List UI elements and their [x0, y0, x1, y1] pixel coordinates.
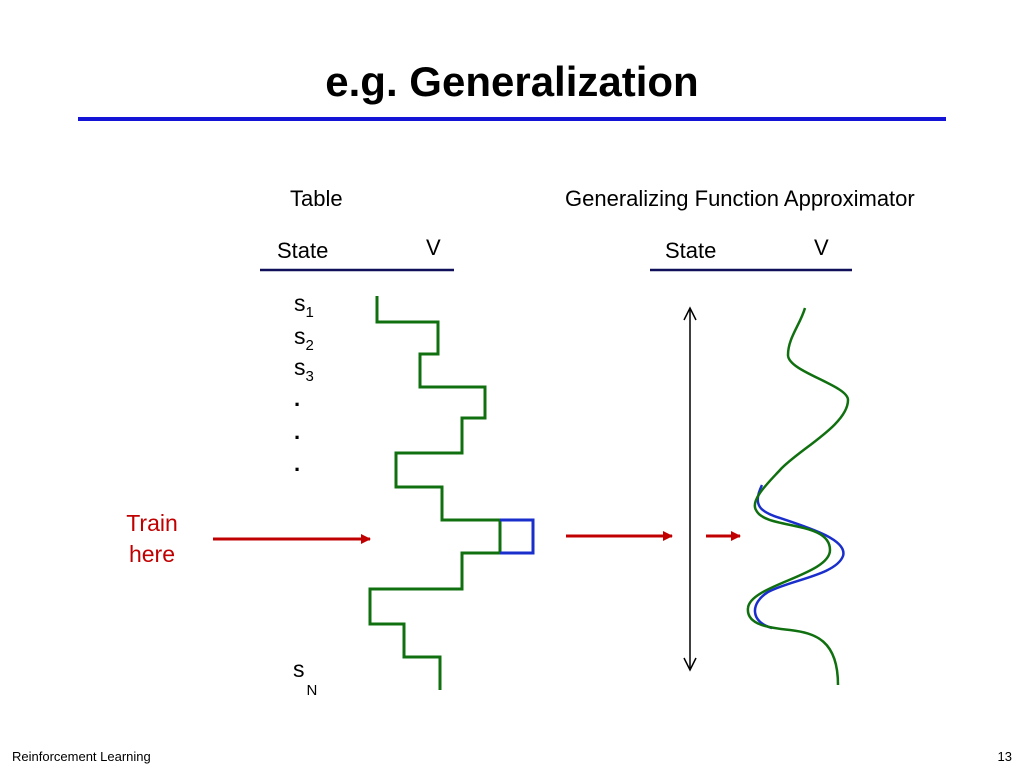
- approximator-heading: Generalizing Function Approximator: [565, 186, 915, 211]
- table-value-header: V: [426, 235, 441, 260]
- approximator-state-header: State: [665, 238, 717, 263]
- updated-value-curve: [753, 484, 845, 630]
- footer-course-name: Reinforcement Learning: [12, 749, 151, 764]
- slide-page-number: 13: [997, 749, 1012, 764]
- table-updated-entry: [500, 518, 535, 555]
- state-axis-arrowhead-bottom: [683, 657, 697, 672]
- state-label-s1: s1: [294, 290, 314, 321]
- ellipsis-dot: .: [294, 451, 301, 476]
- state-label-sn: sN: [293, 656, 318, 699]
- train-label-line2: here: [128, 541, 176, 567]
- table-heading: Table: [290, 186, 343, 211]
- table-state-header: State: [277, 238, 329, 263]
- approximator-value-header: V: [814, 235, 829, 260]
- state-label-s3: s3: [294, 354, 314, 385]
- train-here-label: Train here: [112, 508, 192, 570]
- slide-title: e.g. Generalization: [325, 58, 699, 105]
- train-label-line1: Train: [126, 510, 178, 536]
- original-value-curve: [746, 307, 850, 686]
- title-underline: [78, 117, 946, 121]
- state-axis-arrowhead-top: [683, 306, 697, 321]
- table-value-steps: [368, 296, 502, 690]
- state-label-s2: s2: [294, 323, 314, 354]
- ellipsis-dot: .: [294, 386, 301, 411]
- ellipsis-dot: .: [294, 419, 301, 444]
